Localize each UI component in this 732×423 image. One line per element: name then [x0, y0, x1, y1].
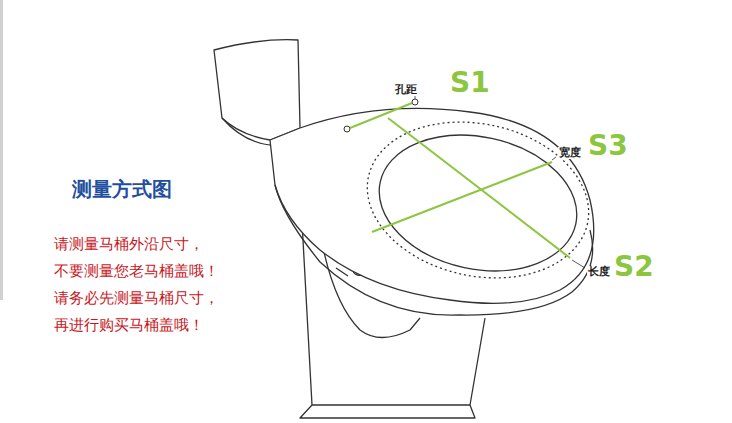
dimension-label: 宽度 — [558, 147, 582, 159]
diagram-title: 测量方式图 — [72, 178, 172, 200]
note-line: 请务必先测量马桶尺寸， — [54, 290, 219, 307]
callout-number: S3 — [588, 131, 628, 162]
callout-number: S2 — [614, 252, 654, 283]
dimension-label: 长度 — [587, 266, 611, 278]
note-line: 请测量马桶外沿尺寸， — [54, 236, 204, 253]
callout-number: S1 — [450, 68, 490, 99]
note-line: 不要测量您老马桶盖哦！ — [54, 263, 219, 280]
note-line: 再进行购买马桶盖哦！ — [54, 317, 204, 334]
dimension-label: 孔距 — [394, 84, 418, 96]
